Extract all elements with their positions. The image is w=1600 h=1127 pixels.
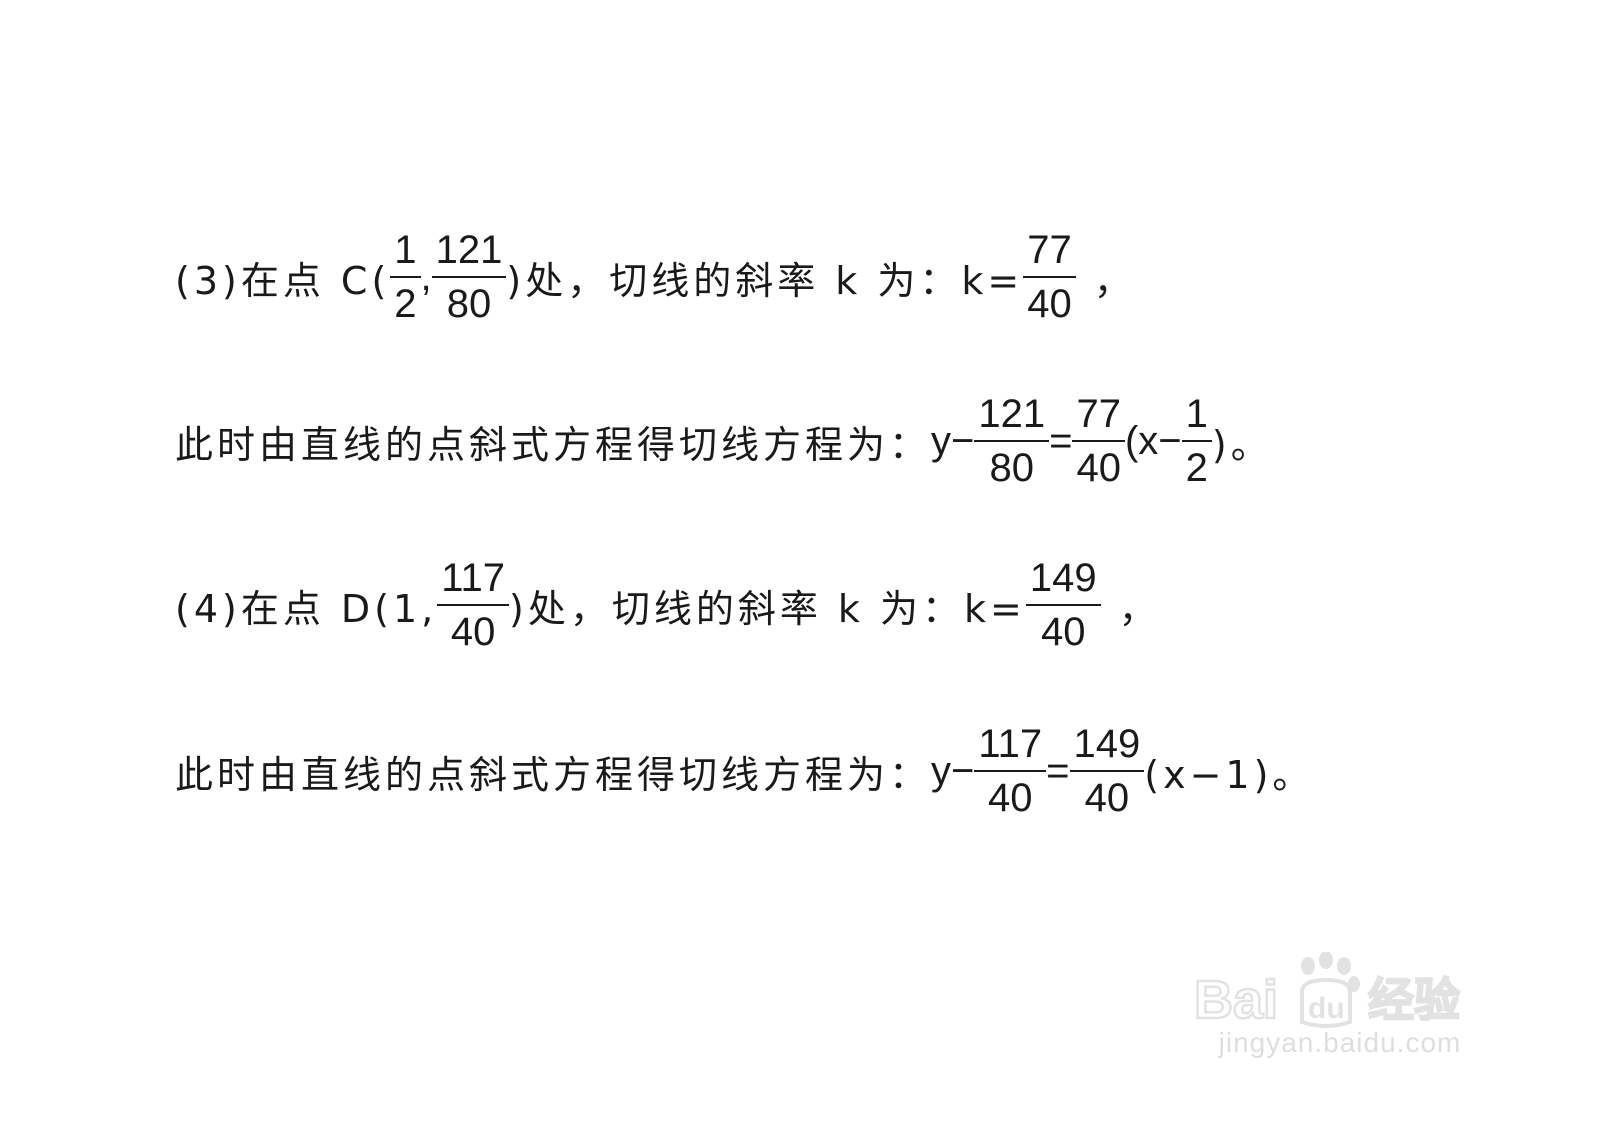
line-prefix: (3)在点 C( xyxy=(175,258,391,303)
baidu-logo-icon: Bai du 经验 xyxy=(1193,952,1461,1031)
line-tail: (x−1)。 xyxy=(1144,752,1315,797)
y-lead: y− xyxy=(931,748,975,793)
line-prefix: 此时由直线的点斜式方程得切线方程为： xyxy=(175,752,932,797)
fraction-numerator: 1 xyxy=(1181,392,1212,442)
fraction-numerator: 117 xyxy=(974,722,1047,772)
fraction-slope: 149 40 xyxy=(1069,722,1145,820)
svg-text:经验: 经验 xyxy=(1368,973,1460,1027)
fraction-slope: 77 40 xyxy=(1023,228,1076,326)
fraction-point-y: 121 80 xyxy=(431,228,507,326)
equals-sign: = xyxy=(1049,418,1073,463)
fraction-point-y: 121 80 xyxy=(974,392,1050,490)
fraction-denominator: 40 xyxy=(1084,776,1130,820)
fraction-denominator: 40 xyxy=(1027,282,1072,326)
solution-line-4-slope: (4)在点 D(1, 117 40 )处，切线的斜率 k 为：k= 149 40… xyxy=(175,556,1161,654)
fraction-numerator: 77 xyxy=(1023,228,1076,278)
fraction-numerator: 149 xyxy=(1025,556,1101,606)
fraction-slope: 77 40 xyxy=(1072,392,1125,490)
fraction-denominator: 80 xyxy=(446,282,492,326)
solution-line-3-equation: 此时由直线的点斜式方程得切线方程为： y− 121 80 = 77 40 (x−… xyxy=(175,392,1273,490)
fraction-numerator: 117 xyxy=(437,556,510,606)
fraction-point-x: 1 2 xyxy=(390,228,421,326)
baidu-jingyan-watermark: Bai du 经验 jingyan.baidu.com xyxy=(1190,932,1490,1072)
fraction-slope: 149 40 xyxy=(1025,556,1101,654)
line-prefix: (4)在点 D(1, xyxy=(175,586,438,631)
line-mid-text: )处，切线的斜率 k 为：k= xyxy=(509,586,1026,631)
line-suffix: ， xyxy=(1093,258,1136,303)
fraction-point-y: 117 40 xyxy=(974,722,1047,820)
fraction-numerator: 121 xyxy=(974,392,1050,442)
fraction-point-y: 117 40 xyxy=(437,556,510,654)
svg-text:du: du xyxy=(1308,992,1345,1025)
comma: , xyxy=(420,254,432,299)
fraction-denominator: 40 xyxy=(1041,610,1086,654)
y-lead: y− xyxy=(931,418,975,463)
equals-sign: = xyxy=(1046,748,1070,793)
fraction-denominator: 40 xyxy=(450,610,496,654)
line-prefix: 此时由直线的点斜式方程得切线方程为： xyxy=(175,422,932,467)
fraction-denominator: 40 xyxy=(988,776,1033,820)
solution-line-3-slope: (3)在点 C( 1 2 , 121 80 )处，切线的斜率 k 为：k= 77… xyxy=(175,228,1136,326)
fraction-numerator: 77 xyxy=(1072,392,1125,442)
fraction-numerator: 1 xyxy=(390,228,421,278)
fraction-denominator: 2 xyxy=(394,282,417,326)
line-mid-text: )处，切线的斜率 k 为：k= xyxy=(506,258,1024,303)
fraction-point-x: 1 2 xyxy=(1181,392,1212,490)
paren-open: (x− xyxy=(1124,418,1182,463)
solution-line-4-equation: 此时由直线的点斜式方程得切线方程为： y− 117 40 = 149 40 (x… xyxy=(175,722,1314,820)
fraction-numerator: 149 xyxy=(1069,722,1145,772)
watermark-url: jingyan.baidu.com xyxy=(1218,1027,1462,1058)
fraction-numerator: 121 xyxy=(431,228,507,278)
fraction-denominator: 40 xyxy=(1076,446,1121,490)
line-suffix: ， xyxy=(1118,586,1161,631)
svg-text:Bai: Bai xyxy=(1194,970,1278,1030)
paren-close: )。 xyxy=(1211,422,1273,467)
fraction-denominator: 80 xyxy=(989,446,1035,490)
fraction-denominator: 2 xyxy=(1185,446,1208,490)
